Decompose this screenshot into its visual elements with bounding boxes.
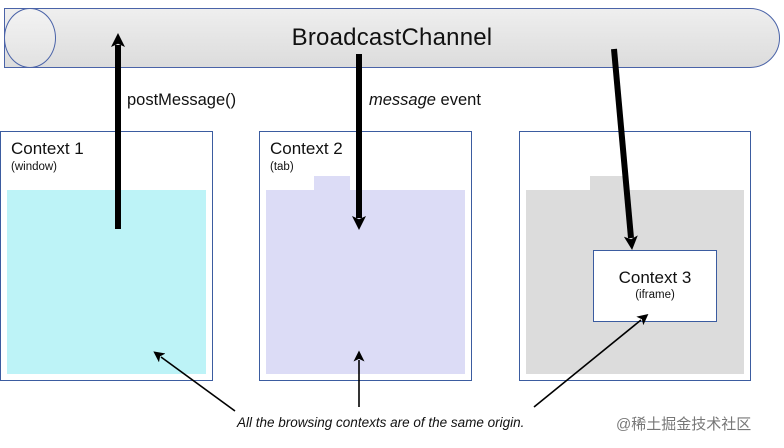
message-event-label: message event: [369, 91, 481, 110]
context-3-name: Context 3: [618, 268, 692, 288]
channel-left-cap: [4, 8, 56, 68]
message-event-label-italic: message: [369, 91, 436, 109]
context-2-kind: (tab): [270, 160, 294, 173]
context-1-name: Context 1: [11, 139, 84, 158]
context-3-kind: (iframe): [635, 288, 675, 301]
broadcast-channel-shape: BroadcastChannel: [4, 8, 780, 68]
context-2-box: Context 2 (tab): [259, 131, 472, 381]
message-event-label-rest: event: [435, 91, 481, 109]
context-2-fill-notch: [314, 176, 350, 190]
context-2-fill: [266, 176, 465, 374]
context-3-fill-notch: [590, 176, 626, 190]
context-1-fill: [7, 190, 206, 374]
context-1-box: Context 1 (window): [0, 131, 213, 381]
channel-body: [4, 8, 780, 68]
context-1-header: Context 1 (window): [1, 132, 84, 174]
watermark: @稀土掘金技术社区: [616, 416, 752, 433]
context-2-header: Context 2 (tab): [260, 132, 343, 174]
context-1-kind: (window): [11, 160, 58, 173]
context-3-box: Context 3 (iframe): [593, 250, 717, 322]
post-message-label: postMessage(): [127, 91, 237, 109]
caption-text: All the browsing contexts are of the sam…: [237, 415, 525, 430]
context-2-name: Context 2: [270, 139, 343, 158]
broadcast-channel-title: BroadcastChannel: [291, 24, 493, 51]
